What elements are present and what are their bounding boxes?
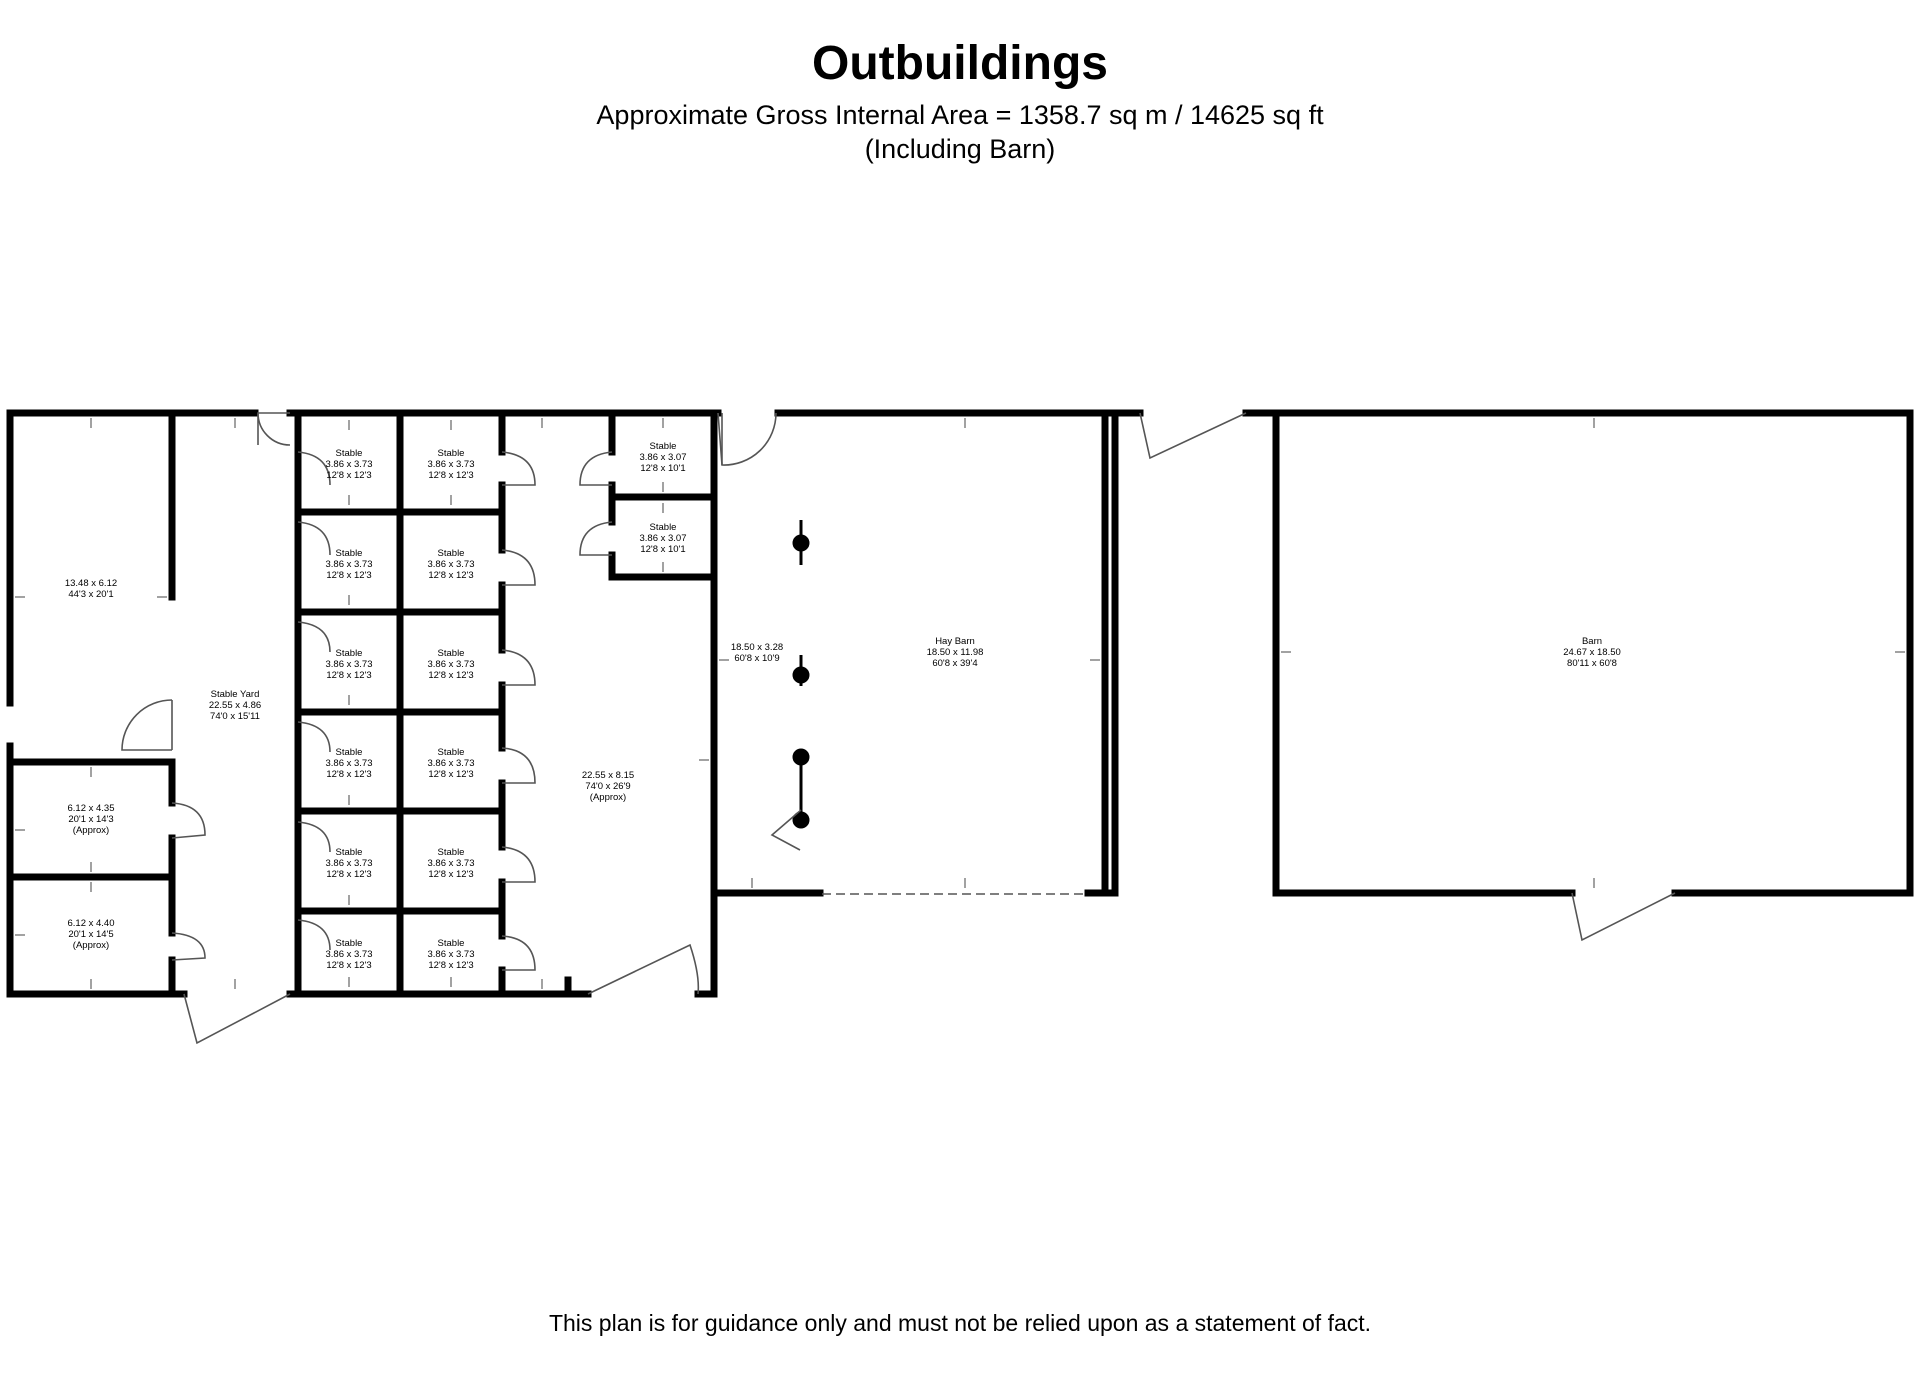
- svg-text:Stable: Stable: [438, 648, 465, 659]
- svg-text:12'8 x 12'3: 12'8 x 12'3: [326, 470, 371, 481]
- svg-text:74'0 x 26'9: 74'0 x 26'9: [585, 781, 630, 792]
- svg-text:(Approx): (Approx): [73, 825, 109, 836]
- svg-text:12'8 x 12'3: 12'8 x 12'3: [326, 960, 371, 971]
- svg-text:12'8 x 12'3: 12'8 x 12'3: [428, 769, 473, 780]
- svg-text:Stable: Stable: [650, 522, 677, 533]
- svg-text:3.86 x 3.73: 3.86 x 3.73: [325, 858, 372, 869]
- svg-text:3.86 x 3.73: 3.86 x 3.73: [427, 559, 474, 570]
- doors: [121, 412, 1676, 1045]
- svg-text:22.55 x 4.86: 22.55 x 4.86: [209, 700, 261, 711]
- room-label-store-low: 6.12 x 4.40 20'1 x 14'5 (Approx): [67, 918, 114, 951]
- svg-text:12'8 x 12'3: 12'8 x 12'3: [428, 670, 473, 681]
- svg-text:Hay Barn: Hay Barn: [935, 636, 975, 647]
- svg-text:18.50 x 11.98: 18.50 x 11.98: [927, 647, 984, 658]
- svg-text:3.86 x 3.07: 3.86 x 3.07: [639, 533, 686, 544]
- measurement-ticks: [15, 418, 1905, 989]
- svg-text:Stable: Stable: [438, 847, 465, 858]
- svg-text:Stable: Stable: [336, 448, 363, 459]
- walls: [6, 409, 1914, 998]
- svg-text:12'8 x 10'1: 12'8 x 10'1: [640, 544, 685, 555]
- svg-text:3.86 x 3.73: 3.86 x 3.73: [427, 758, 474, 769]
- svg-text:12'8 x 12'3: 12'8 x 12'3: [326, 769, 371, 780]
- svg-text:(Approx): (Approx): [590, 792, 626, 803]
- svg-text:Stable: Stable: [336, 648, 363, 659]
- svg-text:Stable: Stable: [336, 548, 363, 559]
- svg-text:Stable: Stable: [438, 548, 465, 559]
- svg-text:12'8 x 12'3: 12'8 x 12'3: [428, 960, 473, 971]
- svg-text:Stable: Stable: [336, 747, 363, 758]
- svg-text:18.50 x 3.28: 18.50 x 3.28: [731, 642, 783, 653]
- svg-text:3.86 x 3.73: 3.86 x 3.73: [427, 949, 474, 960]
- svg-text:Barn: Barn: [1582, 636, 1602, 647]
- svg-text:12'8 x 12'3: 12'8 x 12'3: [326, 869, 371, 880]
- svg-text:3.86 x 3.73: 3.86 x 3.73: [427, 459, 474, 470]
- svg-text:13.48 x 6.12: 13.48 x 6.12: [65, 578, 117, 589]
- svg-text:3.86 x 3.73: 3.86 x 3.73: [325, 758, 372, 769]
- svg-text:3.86 x 3.73: 3.86 x 3.73: [427, 659, 474, 670]
- svg-text:12'8 x 10'1: 12'8 x 10'1: [640, 463, 685, 474]
- room-label-barn: Barn 24.67 x 18.50 80'11 x 60'8: [1563, 636, 1621, 669]
- svg-text:12'8 x 12'3: 12'8 x 12'3: [326, 570, 371, 581]
- svg-text:6.12 x 4.35: 6.12 x 4.35: [67, 803, 114, 814]
- svg-text:22.55 x 8.15: 22.55 x 8.15: [582, 770, 634, 781]
- svg-text:Stable: Stable: [438, 938, 465, 949]
- room-label-hay-barn: Hay Barn 18.50 x 11.98 60'8 x 39'4: [927, 636, 984, 669]
- svg-text:3.86 x 3.73: 3.86 x 3.73: [325, 949, 372, 960]
- room-label-store-large: 13.48 x 6.12 44'3 x 20'1: [65, 578, 117, 600]
- svg-text:60'8 x 39'4: 60'8 x 39'4: [932, 658, 977, 669]
- svg-text:24.67 x 18.50: 24.67 x 18.50: [1563, 647, 1621, 658]
- room-label-lean-to: 18.50 x 3.28 60'8 x 10'9: [731, 642, 783, 664]
- svg-text:3.86 x 3.73: 3.86 x 3.73: [325, 559, 372, 570]
- svg-text:12'8 x 12'3: 12'8 x 12'3: [428, 869, 473, 880]
- svg-text:3.86 x 3.73: 3.86 x 3.73: [427, 858, 474, 869]
- svg-text:20'1 x 14'3: 20'1 x 14'3: [68, 814, 113, 825]
- gross-area-text: Approximate Gross Internal Area = 1358.7…: [596, 100, 1324, 130]
- including-barn-note: (Including Barn): [864, 134, 1056, 164]
- svg-text:60'8 x 10'9: 60'8 x 10'9: [734, 653, 779, 664]
- svg-text:(Approx): (Approx): [73, 940, 109, 951]
- svg-text:6.12 x 4.40: 6.12 x 4.40: [67, 918, 114, 929]
- svg-text:3.86 x 3.07: 3.86 x 3.07: [639, 452, 686, 463]
- svg-text:12'8 x 12'3: 12'8 x 12'3: [326, 670, 371, 681]
- svg-text:12'8 x 12'3: 12'8 x 12'3: [428, 470, 473, 481]
- svg-text:Stable Yard: Stable Yard: [211, 689, 260, 700]
- svg-text:Stable: Stable: [438, 448, 465, 459]
- disclaimer: This plan is for guidance only and must …: [548, 1310, 1372, 1336]
- svg-text:12'8 x 12'3: 12'8 x 12'3: [428, 570, 473, 581]
- room-label-yard-area: 22.55 x 8.15 74'0 x 26'9 (Approx): [582, 770, 634, 803]
- svg-text:Stable: Stable: [336, 847, 363, 858]
- svg-text:Stable: Stable: [438, 747, 465, 758]
- svg-text:74'0 x 15'11: 74'0 x 15'11: [210, 711, 260, 722]
- room-label-stable-yard: Stable Yard 22.55 x 4.86 74'0 x 15'11: [209, 689, 261, 722]
- room-label-store-mid: 6.12 x 4.35 20'1 x 14'3 (Approx): [67, 803, 114, 836]
- svg-text:44'3 x 20'1: 44'3 x 20'1: [68, 589, 113, 600]
- svg-text:20'1 x 14'5: 20'1 x 14'5: [68, 929, 113, 940]
- svg-text:3.86 x 3.73: 3.86 x 3.73: [325, 659, 372, 670]
- svg-text:80'11 x 60'8: 80'11 x 60'8: [1567, 658, 1617, 669]
- plan-title: Outbuildings: [812, 37, 1108, 90]
- svg-text:3.86 x 3.73: 3.86 x 3.73: [325, 459, 372, 470]
- hay-barn-posts: [564, 520, 810, 997]
- svg-text:Stable: Stable: [336, 938, 363, 949]
- svg-text:Stable: Stable: [650, 441, 677, 452]
